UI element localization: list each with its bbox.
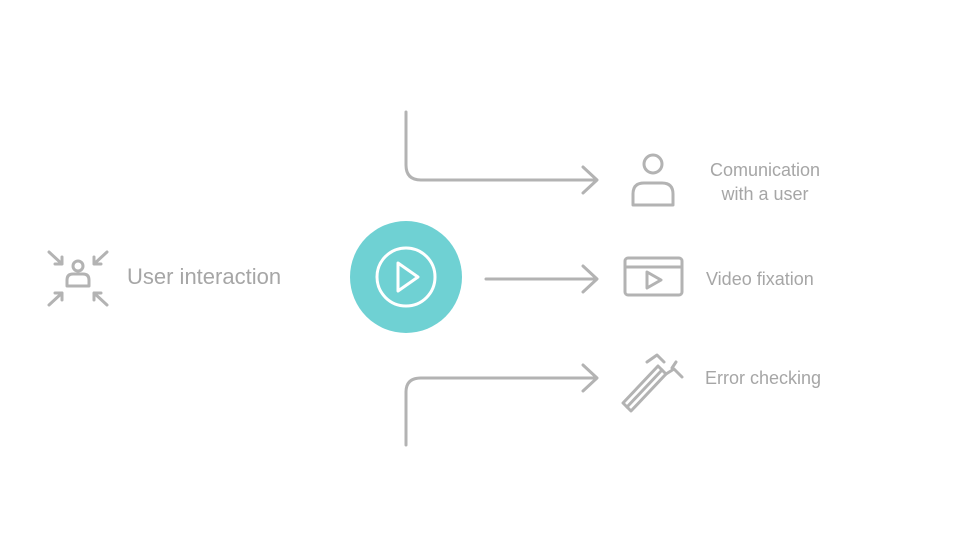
connector-bottom <box>404 376 598 447</box>
play-button[interactable] <box>350 221 462 333</box>
source-label: User interaction <box>127 264 282 289</box>
connector-top <box>404 110 598 182</box>
play-icon <box>396 261 420 293</box>
arrowhead-bottom <box>581 363 599 393</box>
output-label-line2: with a user <box>721 184 809 204</box>
wrench-icon <box>621 353 684 413</box>
video-player-icon <box>623 256 684 297</box>
output-label-line1: Comunication <box>709 160 821 180</box>
output-label-error: Error checking <box>705 368 822 388</box>
arrowhead-middle <box>581 264 599 294</box>
user-icon <box>631 153 675 207</box>
collapse-user-icon <box>47 250 109 307</box>
output-label-communication: Comunication with a user <box>700 158 830 206</box>
arrowhead-top <box>581 165 599 195</box>
output-label-video: Video fixation <box>706 269 814 289</box>
